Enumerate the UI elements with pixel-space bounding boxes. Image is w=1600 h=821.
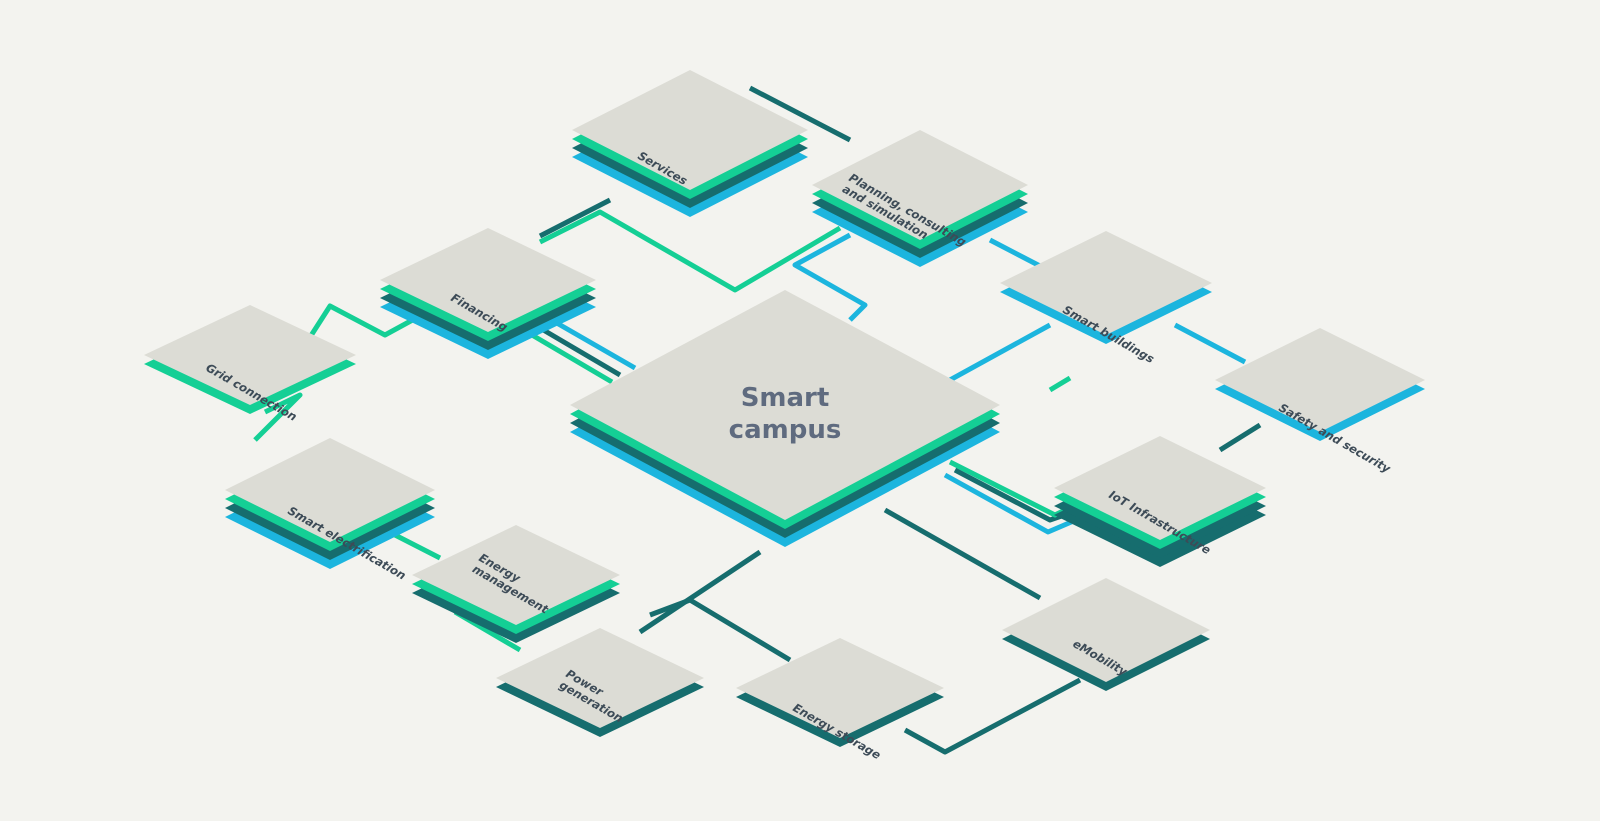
connector-line-13 <box>253 392 303 442</box>
tile-emobility-top <box>1002 578 1210 682</box>
connector-line-3 <box>538 197 612 239</box>
tile-electrification: Smart electrification <box>225 438 435 583</box>
connector-line-11 <box>1173 322 1247 365</box>
connector-line-14 <box>393 532 442 561</box>
tile-smart-buildings-top <box>1000 231 1212 335</box>
tile-emobility: eMobility <box>1002 578 1210 691</box>
tile-services-top <box>572 70 808 190</box>
connector-line-1 <box>748 85 852 143</box>
tile-iot-top <box>1054 436 1266 540</box>
hub-tile: Smart campus <box>570 290 1000 547</box>
tile-planning: Planning, consultingand simulation <box>812 130 1028 267</box>
connector-line-23 <box>1048 375 1072 393</box>
connector-line-19 <box>903 677 1082 755</box>
tile-energy-mgmt-top <box>412 525 620 625</box>
tile-grid: Grid connection <box>144 305 356 424</box>
tile-smart-buildings: Smart buildings <box>1000 231 1212 366</box>
connector-line-4 <box>792 232 868 322</box>
connector-line-8 <box>530 332 614 385</box>
connector-line-16 <box>638 549 762 635</box>
tile-safety-top <box>1215 328 1425 432</box>
hub-shape <box>570 290 1000 547</box>
tile-grid-top <box>144 305 356 405</box>
connector-line-10 <box>948 322 1052 383</box>
connector-line-2 <box>538 209 842 293</box>
hub-label-line1: Smart <box>741 383 830 413</box>
tile-iot: IoT Infrastructure <box>1054 436 1266 567</box>
tile-energy-mgmt: Energymanagement <box>412 525 620 643</box>
tile-storage-top <box>736 638 944 738</box>
tile-planning-top <box>812 130 1028 240</box>
tile-power-gen: Powergeneration <box>496 628 704 737</box>
connector-line-9 <box>988 237 1042 269</box>
tile-electrification-top <box>225 438 435 542</box>
tile-financing-top <box>380 228 596 332</box>
tile-financing: Financing <box>380 228 596 359</box>
connector-line-6 <box>538 325 622 378</box>
connector-line-7 <box>553 319 637 371</box>
tile-safety: Safety and security <box>1215 328 1425 476</box>
tile-storage: Energy storage <box>736 638 944 762</box>
hub-label-line2: campus <box>729 415 842 445</box>
tile-services: Services <box>572 70 808 217</box>
hub-shape-top <box>570 290 1000 520</box>
connector-line-12 <box>1218 422 1262 453</box>
connector-line-17 <box>649 597 792 663</box>
tile-power-gen-top <box>496 628 704 728</box>
connector-line-18 <box>883 507 1042 601</box>
